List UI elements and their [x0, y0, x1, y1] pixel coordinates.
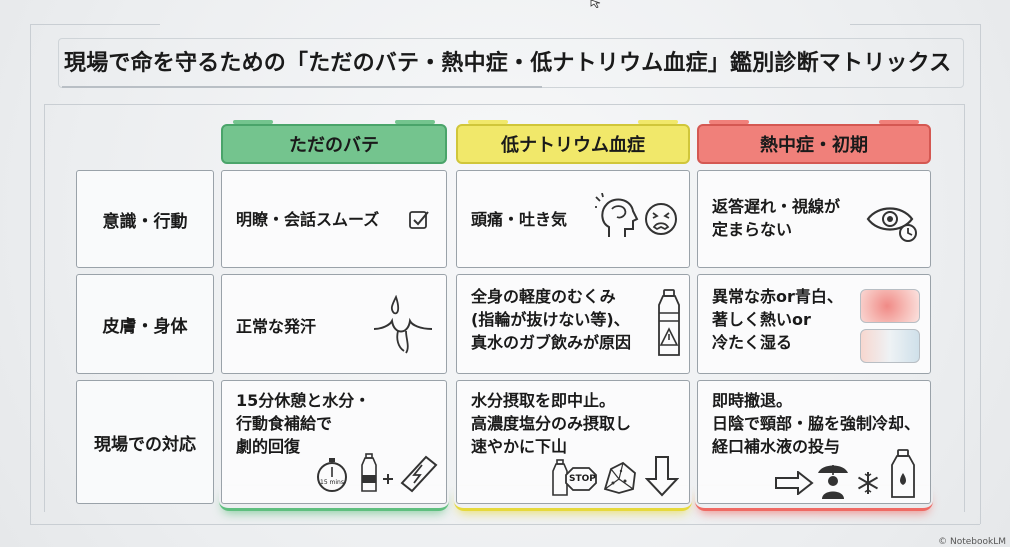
stop-sign-icon: STOP — [565, 467, 597, 491]
plus-icon — [383, 474, 393, 484]
cell-line: 全身の軽度のむくみ — [471, 287, 616, 306]
timer-label: 15 mins — [320, 479, 344, 486]
salt-rock-icon — [603, 461, 636, 494]
cell-line: 冷たく湿る — [712, 333, 793, 352]
cell-line: 異常な赤or青白、 — [712, 287, 843, 306]
eye-clock-icon — [866, 207, 917, 242]
title-underline — [62, 86, 542, 88]
cell-text: 即時撤退。 日陰で頸部・脇を強制冷却、 経口補水液の投与 — [712, 389, 920, 458]
decor-line-inner-top — [44, 104, 964, 105]
cell-text: 返答遅れ・視線が 定まらない — [712, 195, 840, 241]
checkbox-checked-icon — [409, 211, 429, 229]
column-header-fatigue: ただのバテ — [221, 120, 447, 164]
credit-text: © NotebookLM — [938, 537, 1006, 547]
cell-line: (指輪が抜けない等)、 — [471, 310, 630, 329]
row-header-label: 意識・行動 — [102, 211, 188, 232]
cell-fatigue-consciousness: 明瞭・会話スムーズ — [221, 170, 447, 268]
decor-line-top-left — [30, 24, 160, 25]
cell-fatigue-skin: 正常な発汗 — [221, 274, 447, 374]
page-title: 現場で命を守るための「ただのバテ・熱中症・低ナトリウム血症」鑑別診断マトリックス — [64, 51, 952, 76]
cell-fatigue-response: 15分休憩と水分・ 行動食補給で 劇的回復 15 mins — [221, 380, 447, 504]
stopwatch-icon: 15 mins — [314, 457, 350, 493]
decor-line-right — [980, 24, 981, 524]
arrow-down-icon — [645, 456, 679, 497]
cell-heatstroke-skin: 異常な赤or青白、 著しく熱いor 冷たく湿る — [697, 274, 931, 374]
bottle-stop-icon — [552, 459, 568, 496]
water-bottle-warning-icon — [658, 289, 680, 356]
cell-line: 劇的回復 — [236, 437, 301, 456]
cell-line: 正常な発汗 — [236, 317, 317, 336]
nausea-face-icon — [645, 203, 677, 235]
cell-line: 返答遅れ・視線が — [712, 197, 841, 216]
cell-line: 明瞭・会話スムーズ — [236, 210, 380, 229]
cell-line: 真水のガブ飲みが原因 — [471, 333, 632, 352]
cell-line: 15分休憩と水分・ — [236, 391, 371, 410]
skin-red-swatch — [860, 289, 920, 323]
cell-text: 明瞭・会話スムーズ — [236, 208, 379, 231]
cell-line: 経口補水液の投与 — [712, 437, 841, 456]
decor-line-left — [30, 24, 31, 524]
cell-text: 水分摂取を即中止。 高濃度塩分のみ摂取し 速やかに下山 — [471, 389, 631, 458]
cell-line: 行動食補給で — [236, 414, 333, 433]
cell-line: 頭痛・吐き気 — [471, 210, 568, 229]
water-bottle-icon — [361, 453, 377, 492]
arrow-right-icon — [775, 471, 814, 495]
cell-heatstroke-response: 即時撤退。 日陰で頸部・脇を強制冷却、 経口補水液の投与 — [697, 380, 931, 504]
cell-line: 定まらない — [712, 220, 793, 239]
energy-bar-icon — [400, 455, 438, 493]
cell-hyponatremia-skin: 全身の軽度のむくみ (指輪が抜けない等)、 真水のガブ飲みが原因 — [456, 274, 690, 374]
row-header-response: 現場での対応 — [76, 380, 214, 504]
cell-hyponatremia-response: 水分摂取を即中止。 高濃度塩分のみ摂取し 速やかに下山 STOP — [456, 380, 690, 504]
column-header-heatstroke: 熱中症・初期 — [697, 120, 931, 164]
sweat-pore-icon — [373, 295, 433, 354]
cell-hyponatremia-consciousness: 頭痛・吐き気 — [456, 170, 690, 268]
cell-line: 速やかに下山 — [471, 437, 568, 456]
cell-text: 全身の軽度のむくみ (指輪が抜けない等)、 真水のガブ飲みが原因 — [471, 285, 631, 354]
decor-line-inner-right — [964, 104, 965, 512]
cell-line: 著しく熱いor — [712, 310, 811, 329]
skin-pale-swatch — [860, 329, 920, 363]
row-header-skin: 皮膚・身体 — [76, 274, 214, 374]
mouse-pointer-icon — [590, 0, 601, 8]
decor-line-top-right — [850, 24, 980, 25]
cell-text: 15分休憩と水分・ 行動食補給で 劇的回復 — [236, 389, 370, 458]
cell-line: 水分摂取を即中止。 — [471, 391, 616, 410]
cell-line: 高濃度塩分のみ摂取し — [471, 414, 632, 433]
cell-text: 頭痛・吐き気 — [471, 208, 567, 231]
row-header-consciousness: 意識・行動 — [76, 170, 214, 268]
cell-line: 日陰で頸部・脇を強制冷却、 — [712, 414, 921, 433]
cell-heatstroke-consciousness: 返答遅れ・視線が 定まらない — [697, 170, 931, 268]
snowflake-icon — [857, 472, 879, 494]
row-header-label: 皮膚・身体 — [102, 316, 188, 337]
column-accent-green — [219, 486, 449, 511]
cell-text: 正常な発汗 — [236, 315, 316, 338]
column-accent-red — [695, 486, 933, 511]
stop-label: STOP — [569, 474, 596, 484]
headache-head-icon — [595, 193, 639, 237]
person-shade-icon — [818, 465, 848, 499]
cell-text: 異常な赤or青白、 著しく熱いor 冷たく湿る — [712, 285, 843, 354]
decor-line-inner-left — [44, 104, 45, 512]
column-header-hyponatremia: 低ナトリウム血症 — [456, 120, 690, 164]
rehydration-bottle-icon — [891, 449, 915, 498]
decor-line-bottom — [30, 524, 980, 525]
cell-line: 即時撤退。 — [712, 391, 793, 410]
column-accent-yellow — [454, 486, 692, 511]
row-header-label: 現場での対応 — [94, 434, 196, 455]
